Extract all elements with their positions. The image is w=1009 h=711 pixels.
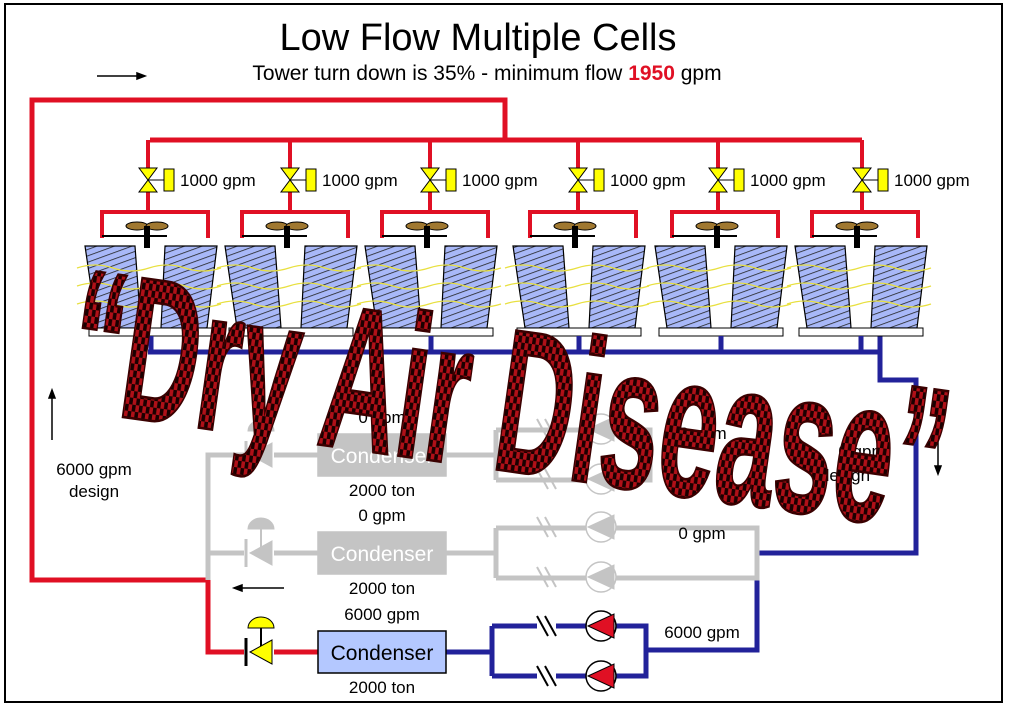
tower-cell: 1000 gpm [76,140,256,352]
valve-icon[interactable] [280,167,317,193]
condenser-tonnage: 2000 ton [349,579,415,598]
left-leg-note: design [69,482,119,501]
fan-icon [812,221,879,248]
pump-icon[interactable] [585,610,617,642]
fan-icon [672,221,739,248]
fan-icon [102,221,169,248]
cell-flow-label: 1000 gpm [322,171,398,190]
slide-frame [4,3,1003,703]
fan-icon [382,221,449,248]
condenser-box[interactable] [317,531,447,575]
pump-icon[interactable] [585,413,617,445]
check-valve-icon[interactable] [244,517,275,567]
fan-icon [242,221,309,248]
arrow-down-icon [933,428,943,477]
pump-flow: 6000 gpm [664,623,740,642]
chiller-row: Condenser 6000 gpm 2000 ton 6000 gpm [244,605,740,697]
arrow-left-icon [231,583,284,593]
chiller-row: Condenser 0 gpm 2000 ton 0 gpm [244,408,727,500]
condenser-label: Condenser [331,445,434,468]
subtitle: Tower turn down is 35% - minimum flow 19… [252,62,721,85]
condenser-label: Condenser [331,642,434,665]
left-leg-flow: 6000 gpm [56,460,132,479]
tower-cell: 1000 gpm [786,140,970,352]
condenser-tonnage: 2000 ton [349,678,415,697]
pump-icon[interactable] [585,660,617,692]
pump-flow: 0 gpm [679,424,726,443]
condenser-flow: 0 gpm [358,506,405,525]
condenser-flow: 6000 gpm [344,605,420,624]
arrow-up-icon [47,387,57,440]
fill-pack [794,245,852,329]
tower-cell: 1000 gpm [504,140,686,352]
fan-icon [530,221,597,248]
right-leg-note: design [820,466,870,485]
supply-piping [29,97,862,655]
condenser-box[interactable] [317,433,447,477]
subtitle-suffix: gpm [675,62,722,85]
page-title: Low Flow Multiple Cells [279,17,676,59]
cell-flow-label: 1000 gpm [894,171,970,190]
cell-flow-label: 1000 gpm [462,171,538,190]
pump-icon[interactable] [585,463,617,495]
valve-icon[interactable] [568,167,605,193]
return-piping [148,330,919,679]
pump-icon[interactable] [585,511,617,543]
cell-flow-label: 1000 gpm [180,171,256,190]
check-valve-icon[interactable] [244,419,275,469]
tower-cells: 1000 gpm 1000 gpm 1000 gpm 1000 gpm 1000 gpm… [76,140,970,352]
cell-flow-label: 1000 gpm [750,171,826,190]
tower-cell: 1000 gpm [216,140,398,352]
tower-cell: 1000 gpm [646,140,826,352]
arrow-right-icon [97,71,148,81]
inactive-piping [205,427,760,581]
pump-icon[interactable] [585,561,617,593]
condenser-tonnage: 2000 ton [349,481,415,500]
cell-flow-label: 1000 gpm [610,171,686,190]
right-leg-flow: 0 gpm [838,442,885,461]
valve-icon[interactable] [420,167,457,193]
check-valve-icon[interactable] [244,616,275,666]
pump-flow: 0 gpm [678,524,725,543]
tower-cell: 1000 gpm [356,140,538,352]
chiller-row: Condenser 0 gpm 2000 ton 0 gpm [244,506,726,598]
condenser-flow: 0 gpm [358,408,405,427]
valve-icon[interactable] [138,167,175,193]
valve-icon[interactable] [708,167,745,193]
valve-icon[interactable] [852,167,889,193]
subtitle-highlight: 1950 [628,62,675,85]
condenser-label: Condenser [331,543,434,566]
subtitle-prefix: Tower turn down is 35% - minimum flow [252,62,628,85]
condenser-box[interactable] [317,630,447,674]
